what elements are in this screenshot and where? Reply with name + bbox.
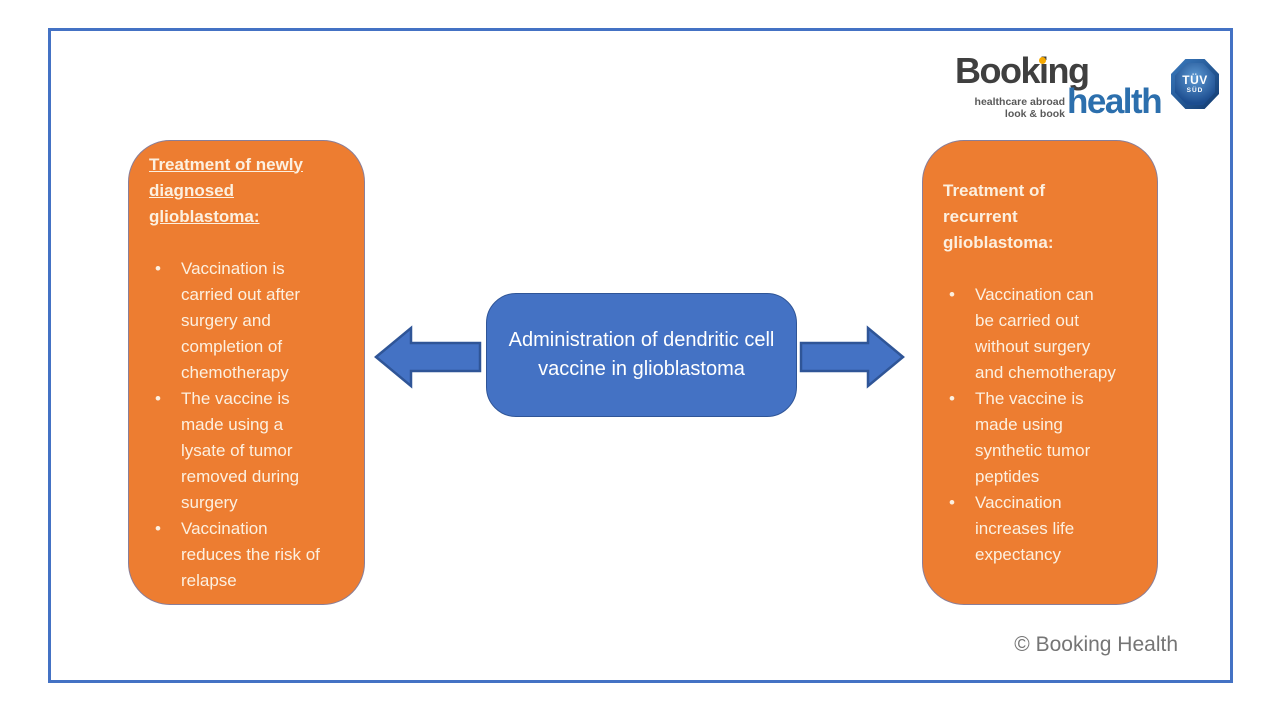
administration-text: Administration of dendritic cell vaccine… — [508, 329, 775, 380]
newly-diagnosed-treatment-box: Treatment of newly diagnosed glioblastom… — [128, 140, 365, 605]
bullet-item: Vaccination reduces the risk of relapse — [149, 516, 323, 594]
bullet-item: Vaccination increases life expectancy — [943, 490, 1117, 568]
bullet-item: The vaccine is made using synthetic tumo… — [943, 386, 1117, 490]
recurrent-treatment-box: Treatment of recurrent glioblastoma: Vac… — [922, 140, 1158, 605]
sud-text: SÜD — [1186, 86, 1204, 94]
slide-border-frame — [48, 28, 1233, 683]
right-arrow-icon — [799, 325, 905, 389]
logo-booking-part1: Book — [955, 50, 1041, 91]
bullet-item: The vaccine is made using a lysate of tu… — [149, 386, 323, 516]
bullet-item: Vaccination can be carried out without s… — [943, 282, 1117, 386]
logo-i-orange-dot: i — [1039, 50, 1049, 91]
tuv-text: TÜV — [1182, 72, 1208, 87]
logo-booking-word: Booking — [955, 50, 1090, 91]
administration-center-box: Administration of dendritic cell vaccine… — [486, 293, 797, 417]
booking-health-logo: Booking healthcare abroad look & book he… — [953, 53, 1168, 125]
tuv-sud-badge-icon: TÜV SÜD — [1171, 59, 1219, 109]
logo-tagline-line2: look & book — [1004, 108, 1065, 120]
logo-tagline-line1: healthcare abroad — [974, 96, 1065, 108]
newly-diagnosed-bullet-list: Vaccination is carried out after surgery… — [149, 256, 323, 594]
recurrent-bullet-list: Vaccination can be carried out without s… — [943, 282, 1117, 568]
bullet-item: Vaccination is carried out after surgery… — [149, 256, 323, 386]
recurrent-heading: Treatment of recurrent glioblastoma: — [943, 180, 1054, 252]
tuv-sud-badge-inner: TÜV SÜD — [1175, 63, 1215, 105]
logo-booking-part3: ng — [1047, 50, 1090, 91]
left-arrow-icon — [374, 325, 482, 389]
logo-tagline: healthcare abroad look & book — [963, 96, 1065, 120]
newly-diagnosed-heading: Treatment of newly diagnosed glioblastom… — [149, 154, 303, 226]
copyright-text: © Booking Health — [1014, 633, 1178, 656]
logo-health-word: health — [1067, 82, 1163, 121]
